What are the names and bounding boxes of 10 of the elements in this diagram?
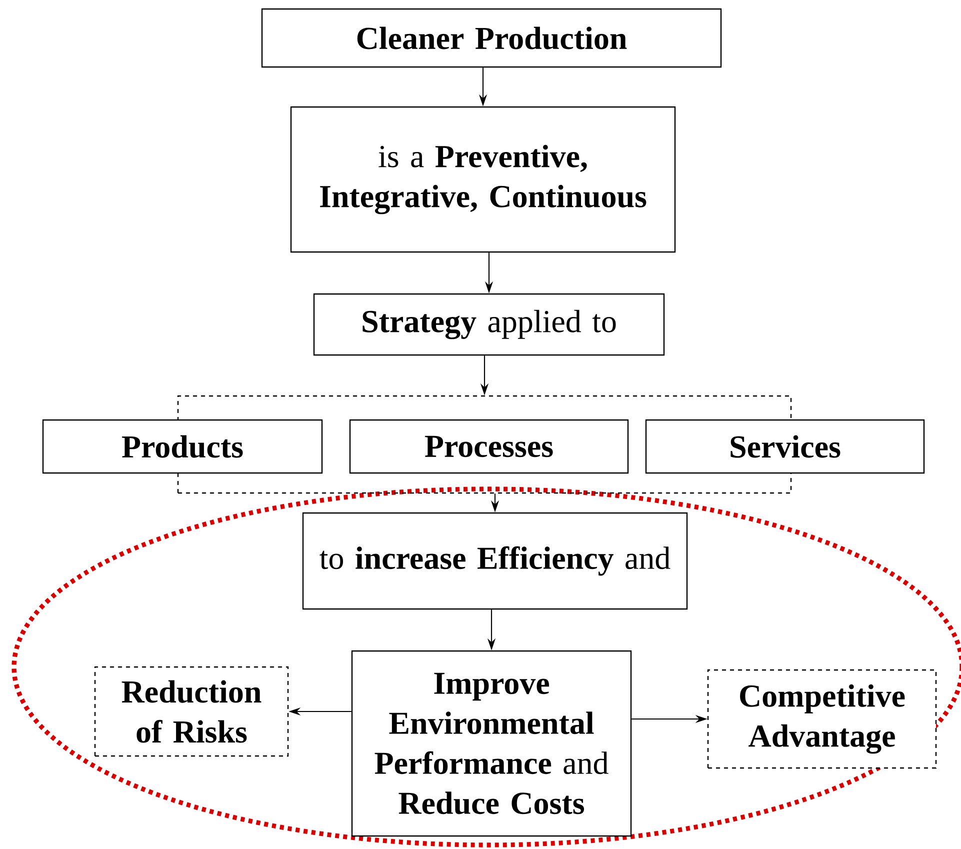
process-box: Improve Environmental Performance and Reduce Costs — [351, 650, 632, 837]
process-box: Processes — [349, 419, 629, 474]
process-box: Products — [42, 419, 323, 474]
process-box: Services — [645, 419, 925, 474]
process-box: to increase Efficiency and — [302, 512, 688, 610]
process-box: is a Preventive, Integrative, Continuous — [290, 106, 676, 253]
process-box: Reduction of Risks — [94, 666, 289, 757]
process-box: Competitive Advantage — [707, 669, 937, 769]
process-box: Strategy applied to — [313, 293, 665, 356]
process-box: Cleaner Production — [261, 8, 722, 68]
